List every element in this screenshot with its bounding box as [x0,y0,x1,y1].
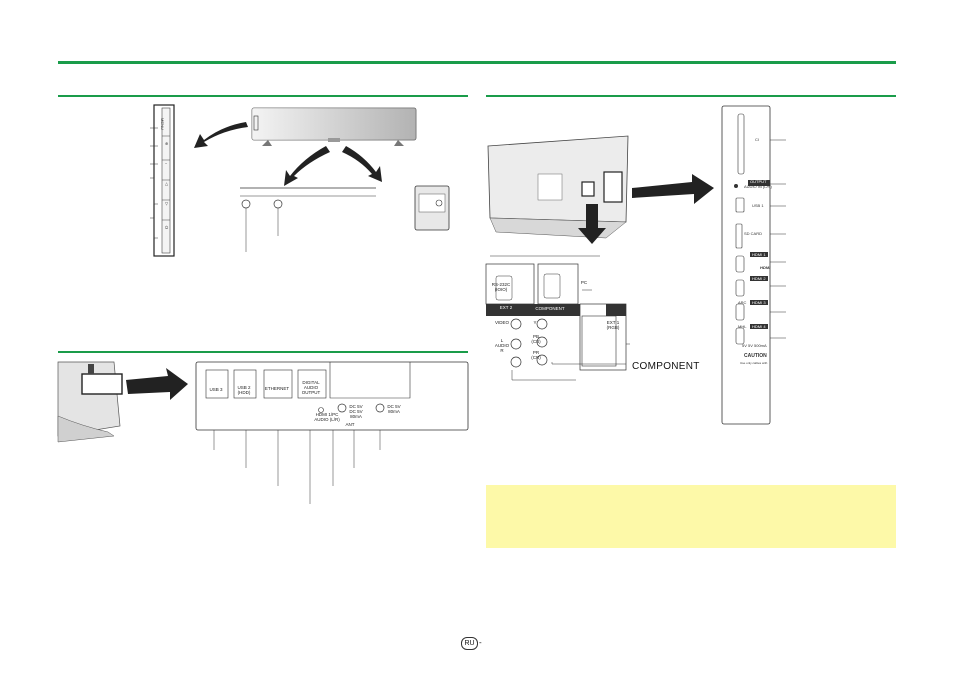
ant-label: ANT [345,422,355,427]
arc-label: ARC [738,300,747,305]
hdmi4-label: HDMI 4 [752,324,766,329]
ext2-label: EXT 2 [499,305,513,310]
audio-in-lr-label: AUDIO IN (L/R) [744,184,772,189]
ci-slot-label: CI [755,137,759,142]
side-button-label-up: △ [165,181,169,186]
hdmi3-label: HDMI 3 [752,300,766,305]
rear-highlight-box [81,373,123,395]
output-tag: OUTPUT [750,179,767,184]
pc-port-label: PC [580,280,588,285]
audio-in-label: HDMI 1/PC AUDIO (L/R) [314,412,340,423]
hdmi-logo-1: HDMI [760,265,771,270]
page-number-dash: - [479,638,482,647]
arrow-down-right [342,146,382,182]
caution-line: Use only cables with [740,361,768,365]
section-rule-left-top [58,95,468,97]
pr-label: PR (CR) [531,350,541,361]
hdmi2-label: HDMI 2 [752,276,766,281]
ethernet-label: ETHERNET [264,386,290,391]
component-header-label: COMPONENT [535,306,565,311]
component-callout: COMPONENT [632,361,700,372]
hdmi1-label: HDMI 1 [752,252,766,257]
ant-dc-label: DC 5V DC 5V 80mA [349,404,363,420]
mhl-spec-label: 5V 5V 500mA [742,343,767,348]
rear-ports-diagram [57,361,469,504]
sat-label: DC 5V 80mA [387,404,401,415]
side-button-label-input: ⊕ [165,141,169,146]
video-label: VIDEO [494,320,509,325]
note-box [486,485,896,548]
back-arrow-down [578,204,606,244]
usb2-label: USB 2 (HDD) [237,385,251,396]
arrow-left [194,122,248,148]
top-green-rule [58,61,896,64]
rear-arrow [126,368,188,400]
rs232c-label: RS-232C (IOIO) [491,282,511,293]
page-language-badge: RU [461,637,478,650]
usb3-label: USB 3 [209,387,223,392]
sd-card-label: SD CARD [744,231,763,236]
side-button-label-minus: − [165,161,168,166]
y-label: Y [533,320,537,325]
pb-label: PB (CB) [531,334,541,345]
caution-title: CAUTION [744,353,767,359]
tv-side-buttons-diagram [150,104,450,257]
arrow-down-left [284,146,330,186]
side-button-label-down: ▽ [165,201,169,206]
power-icon: ⏻ [165,225,169,230]
section-rule-left-bottom [58,351,468,353]
digital-audio-output-label: DIGITAL AUDIO OUTPUT [301,380,321,396]
audio-label: L AUDIO R [494,338,510,354]
ext1-label: EXT 1 (RGB) [606,320,620,331]
back-arrow-right [632,174,714,204]
tv-back-diagram [485,105,786,425]
side-button-label-menu: MENU [160,118,165,130]
usb1-label: USB 1 [752,203,764,208]
tv-center-stand [328,138,340,142]
side-button-strip [161,107,171,254]
mhl-label: MHL [738,324,747,329]
section-rule-right-top [486,95,896,97]
